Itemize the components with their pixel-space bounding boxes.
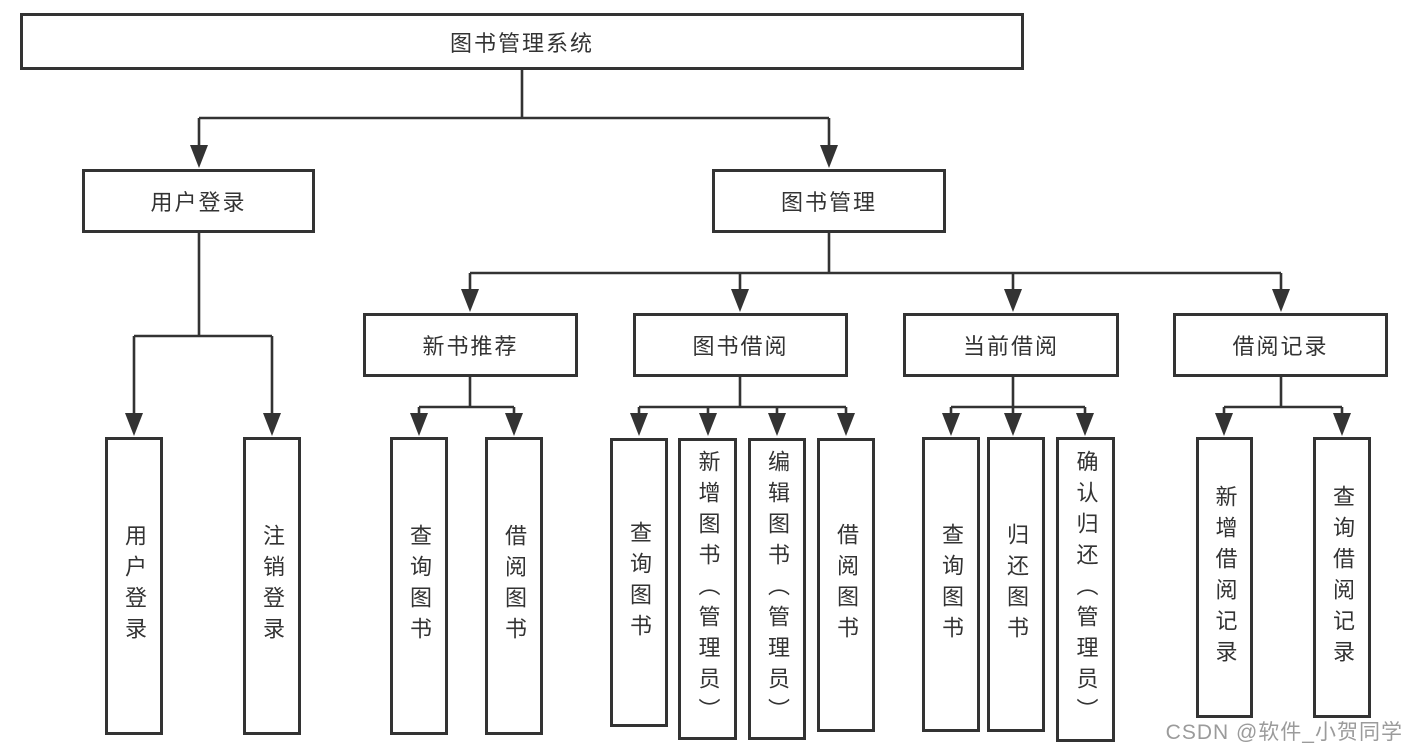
leaf-label: 查询图书 [407, 524, 432, 648]
leaf-label: 注销登录 [260, 524, 285, 648]
leaf-borrow-borrow-book: 借阅图书 [817, 438, 875, 732]
leaf-label: 用户登录 [122, 524, 147, 648]
node-library-system: 图书管理系统 [20, 13, 1024, 70]
leaf-label: 查询借阅记录 [1330, 484, 1355, 671]
leaf-current-confirm-return-admin: 确认归还（管理员） [1056, 437, 1115, 742]
leaf-label: 编辑图书（管理员） [765, 449, 790, 729]
leaf-label: 新增图书（管理员） [695, 449, 721, 729]
leaf-recommend-borrow-book: 借阅图书 [485, 437, 543, 735]
connector-lines [132, 70, 1344, 420]
leaf-label: 查询图书 [627, 520, 652, 645]
leaf-logout: 注销登录 [243, 437, 301, 735]
node-book-borrow: 图书借阅 [633, 313, 848, 377]
leaf-borrow-add-book-admin: 新增图书（管理员） [678, 438, 737, 740]
leaf-borrow-query-book: 查询图书 [610, 438, 668, 727]
node-book-management: 图书管理 [712, 169, 946, 233]
leaf-label: 新增借阅记录 [1212, 484, 1238, 671]
csdn-watermark: CSDN @软件_小贺同学 [1165, 721, 1403, 744]
leaf-recommend-query-book: 查询图书 [390, 437, 448, 735]
node-new-book-recommend: 新书推荐 [363, 313, 578, 377]
node-borrow-records: 借阅记录 [1173, 313, 1388, 377]
leaf-label: 借阅图书 [834, 523, 859, 647]
leaf-label: 查询图书 [939, 522, 964, 647]
leaf-current-return-book: 归还图书 [987, 437, 1045, 732]
leaf-current-query-book: 查询图书 [922, 437, 980, 732]
leaf-borrow-edit-book-admin: 编辑图书（管理员） [748, 438, 806, 740]
leaf-records-query-record: 查询借阅记录 [1313, 437, 1371, 718]
leaf-user-login: 用户登录 [105, 437, 163, 735]
node-current-borrow: 当前借阅 [903, 313, 1119, 377]
node-user-login: 用户登录 [82, 169, 315, 233]
leaf-label: 确认归还（管理员） [1073, 450, 1099, 729]
leaf-label: 借阅图书 [502, 524, 527, 648]
arrowheads [125, 145, 1351, 436]
leaf-label: 归还图书 [1004, 522, 1029, 647]
leaf-records-add-record: 新增借阅记录 [1196, 437, 1253, 718]
